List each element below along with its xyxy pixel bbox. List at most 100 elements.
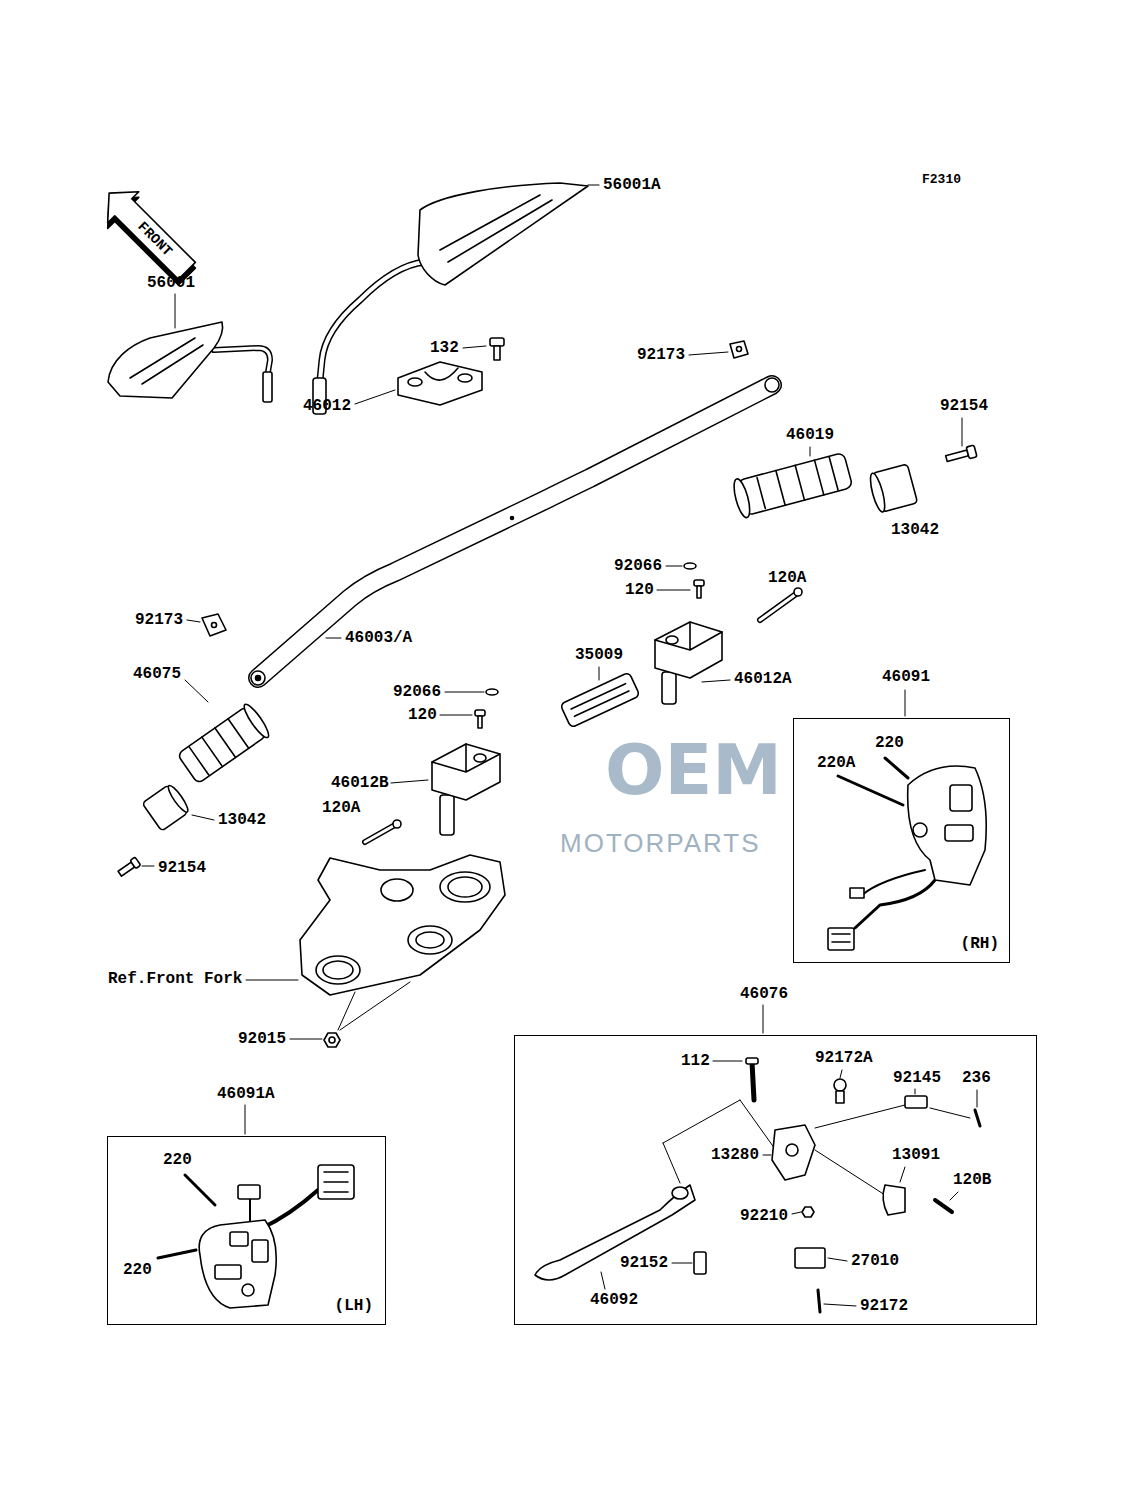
callout-number: 46012B <box>331 775 389 791</box>
upper-fork-bracket <box>300 855 505 995</box>
clutch-lever-assembly <box>672 1187 688 1199</box>
handlebar <box>258 385 772 678</box>
callout-number: 120B <box>953 1172 991 1188</box>
leader-line <box>666 566 682 567</box>
switch-right <box>855 880 935 928</box>
bolt <box>945 445 977 464</box>
callout-number: 120 <box>408 707 437 723</box>
grip-right <box>757 456 839 510</box>
bolt <box>966 445 977 459</box>
leader-line <box>828 1258 847 1261</box>
part-number-heading: 46091A <box>217 1086 275 1102</box>
mirror-right <box>418 183 588 285</box>
lower-holder-left <box>365 825 395 842</box>
group-box: 46091A(LH) <box>107 1136 386 1325</box>
callout-number: 120A <box>768 570 806 586</box>
callout-number: 56001 <box>147 275 195 291</box>
callout-number: 46019 <box>786 427 834 443</box>
callout-number: 92015 <box>238 1031 286 1047</box>
washer-bolt <box>794 588 802 596</box>
leader-line <box>713 1061 742 1062</box>
switch-left <box>158 1250 196 1258</box>
leader-line <box>185 680 208 702</box>
leader-line <box>792 1212 801 1214</box>
leader-line <box>355 390 395 404</box>
callout-number: 92172A <box>815 1050 873 1066</box>
lower-holder-right <box>666 636 678 644</box>
callout-number: 13042 <box>218 812 266 828</box>
bar-end-fitting <box>737 347 742 352</box>
spacer <box>571 684 629 717</box>
leader-line <box>245 1105 246 1134</box>
leader-line <box>338 982 410 1030</box>
group-box: 46091(RH) <box>793 718 1010 963</box>
callout-number: 220A <box>817 755 855 771</box>
part-number-heading: 46091 <box>882 669 930 685</box>
watermark: MOTORPARTS <box>560 830 761 856</box>
leader-line <box>824 1304 856 1306</box>
upper-fork-bracket <box>408 926 452 954</box>
clutch-lever-assembly <box>905 1096 927 1108</box>
clutch-lever-assembly <box>975 1110 980 1126</box>
clutch-lever-assembly <box>802 1207 814 1217</box>
leader-line <box>657 590 690 591</box>
clutch-lever-assembly <box>772 1125 815 1180</box>
leader-line <box>187 620 200 622</box>
leader-line <box>445 692 484 693</box>
handlebar <box>251 671 265 685</box>
leader-line <box>900 1167 905 1182</box>
spacer <box>560 672 640 728</box>
leader-line <box>440 715 472 716</box>
watermark: OEM <box>605 735 782 805</box>
leader-line <box>950 1192 958 1200</box>
upper-fork-bracket <box>323 961 353 979</box>
part-number-heading: 46076 <box>740 986 788 1002</box>
clutch-lever-assembly <box>694 1252 706 1274</box>
upper-fork-bracket <box>448 877 482 897</box>
callout-number: 92173 <box>135 612 183 628</box>
mirror-right <box>440 195 552 262</box>
grip-left <box>189 719 249 776</box>
leader-line <box>763 1155 771 1156</box>
callout-number: 35009 <box>575 647 623 663</box>
leader-line <box>840 1070 842 1078</box>
clutch-lever-assembly <box>935 1200 952 1212</box>
leader-line <box>702 680 730 682</box>
nut <box>324 1033 340 1047</box>
callout-number: 220 <box>875 735 904 751</box>
washer-bolt <box>760 594 796 620</box>
clutch-lever-assembly <box>836 1091 844 1103</box>
lower-holder-left <box>486 689 498 695</box>
callout-number: 13091 <box>892 1147 940 1163</box>
bar-end-weight <box>868 464 918 513</box>
switch-left <box>324 1172 348 1192</box>
callout-number: 236 <box>962 1070 991 1086</box>
leader-line <box>290 1039 322 1040</box>
washer-bolt <box>694 580 704 586</box>
bolt <box>130 857 141 869</box>
handlebar <box>256 676 261 681</box>
leader-line <box>905 690 906 716</box>
switch-left <box>318 1165 354 1199</box>
leader-line <box>175 294 176 328</box>
lower-holder-left <box>474 754 486 762</box>
switch-right <box>828 758 986 950</box>
lower-holder-right <box>655 622 722 678</box>
leader-line <box>463 346 486 348</box>
callout-number: 92066 <box>614 558 662 574</box>
parts-art <box>91 178 987 1312</box>
switch-right <box>950 785 972 811</box>
callout-number: 220 <box>163 1152 192 1168</box>
lower-holder-left <box>365 825 395 842</box>
switch-left <box>199 1220 276 1308</box>
callout-number: 46075 <box>133 666 181 682</box>
bolt <box>117 857 141 878</box>
switch-left <box>242 1284 254 1296</box>
handlebar <box>511 517 514 520</box>
lower-holder-left <box>432 744 500 772</box>
switch-left <box>262 1190 318 1228</box>
switch-right <box>838 776 903 805</box>
front-arrow <box>94 178 203 287</box>
washer-bolt <box>760 594 796 620</box>
handlebar <box>251 378 779 685</box>
